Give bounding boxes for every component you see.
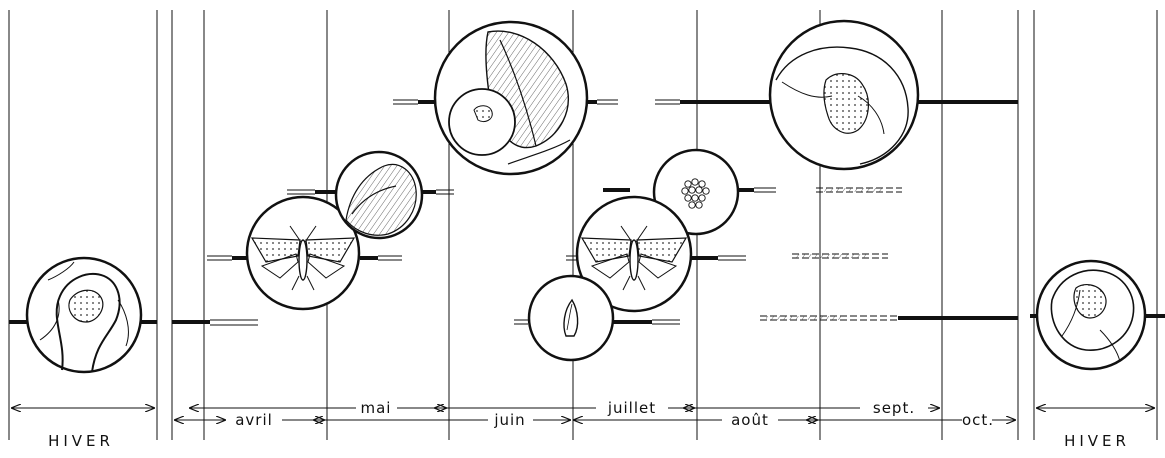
apple-damage-late-summer-illustration [770, 21, 918, 169]
month-label-sept: sept. [873, 399, 915, 417]
pupa-illustration [529, 276, 613, 360]
month-label-mai: mai [361, 399, 392, 417]
season-label-winter-left: HIVER [48, 432, 114, 450]
leaf-damage-spring-illustration [336, 152, 422, 238]
month-label-juin: juin [493, 411, 525, 429]
month-label-juillet: juillet [607, 399, 656, 417]
month-label-aout: août [731, 411, 769, 429]
overwintering-larva-leaf-illustration [1037, 261, 1145, 369]
month-label-avril: avril [235, 411, 273, 429]
overwintering-larva-bark-illustration [27, 258, 141, 372]
apple-leaf-illustration [435, 22, 587, 174]
season-label-winter-right: HIVER [1064, 432, 1130, 450]
month-labels: avril mai juin juillet août sept. oct. [235, 399, 994, 429]
month-label-oct: oct. [962, 411, 994, 429]
